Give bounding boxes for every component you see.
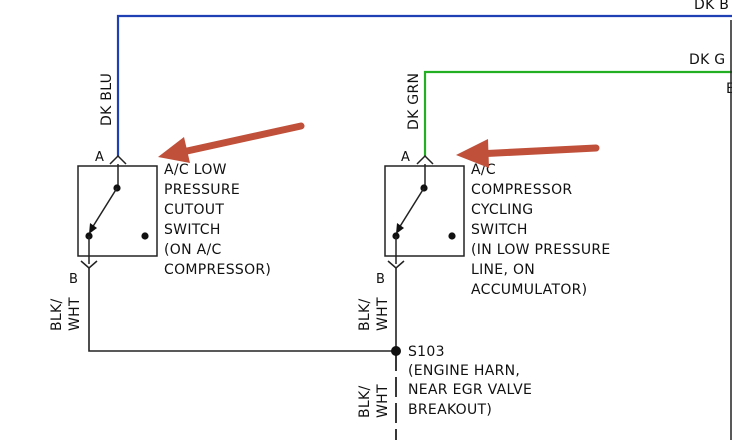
switch1-pin-b: B <box>69 272 78 287</box>
switch2-label-line-4: SWITCH <box>471 222 528 238</box>
switch2-input-wire-label: DK GRN <box>406 73 422 130</box>
switch2-label-line-2: COMPRESSOR <box>471 182 572 198</box>
switch2-label-line-6: LINE, ON <box>471 262 535 278</box>
splice-output-wire-label-1: BLK/ <box>357 385 373 418</box>
switch2-output-wire-label-2: WHT <box>375 297 391 331</box>
splice-label-line-3: NEAR EGR VALVE <box>408 382 532 398</box>
switch2-contact-right <box>448 232 456 240</box>
splice-label-line-1: S103 <box>408 344 445 360</box>
dk-blu-wire <box>116 14 732 156</box>
splice-label-line-2: (ENGINE HARN, <box>408 363 520 379</box>
switch2-label-line-7: ACCUMULATOR) <box>471 282 587 298</box>
splice-output-wire-label-2: WHT <box>375 384 391 418</box>
switch2-label-line-1: A/C <box>471 162 496 178</box>
switch1-label-line-6: COMPRESSOR) <box>164 262 271 278</box>
switch1-output-wire-label-2: WHT <box>67 297 83 331</box>
right-edge-fragment-label: E <box>726 81 732 97</box>
switch2-label-line-3: CYCLING <box>471 202 533 218</box>
switch2-pin-b: B <box>376 272 385 287</box>
switch2-label-line-5: (IN LOW PRESSURE <box>471 242 611 258</box>
dk-grn-right-label: DK G <box>689 52 725 68</box>
switch1-blade-arrowhead <box>89 223 97 234</box>
dk-blu-right-label: DK B <box>694 0 729 13</box>
splice-s103-dot <box>391 346 401 356</box>
switch1-output-wire-label-1: BLK/ <box>49 298 65 331</box>
switch1-label-line-1: A/C LOW <box>164 162 227 178</box>
switch1-input-wire-label: DK BLU <box>99 73 115 126</box>
switch1-blade <box>91 187 118 229</box>
switch1-label-line-5: (ON A/C <box>164 242 222 258</box>
switch1-pin-a: A <box>95 150 104 165</box>
switch1-label-line-4: SWITCH <box>164 222 221 238</box>
ac-low-pressure-cutout-switch: A B A/C LOW PRESSURE CUTOUT SWITCH (ON A… <box>69 150 271 287</box>
splice-label-line-4: BREAKOUT) <box>408 402 492 418</box>
switch1-contact-right <box>141 232 149 240</box>
switch2-connector-a <box>416 154 434 165</box>
ac-compressor-cycling-switch: A B A/C COMPRESSOR CYCLING SWITCH (IN LO… <box>376 150 611 298</box>
pointer-arrow-switch1 <box>158 122 305 163</box>
pointer-arrow-switch2 <box>456 139 600 168</box>
switch1-ground-wire <box>88 268 396 352</box>
dk-grn-wire <box>423 70 732 156</box>
switch1-label-line-2: PRESSURE <box>164 182 240 198</box>
switch1-connector-a <box>109 154 127 165</box>
switch2-pin-a: A <box>401 150 410 165</box>
switch1-label-line-3: CUTOUT <box>164 202 224 218</box>
switch2-blade-arrowhead <box>396 223 404 234</box>
switch2-blade <box>398 187 425 229</box>
switch2-output-wire-label-1: BLK/ <box>357 298 373 331</box>
